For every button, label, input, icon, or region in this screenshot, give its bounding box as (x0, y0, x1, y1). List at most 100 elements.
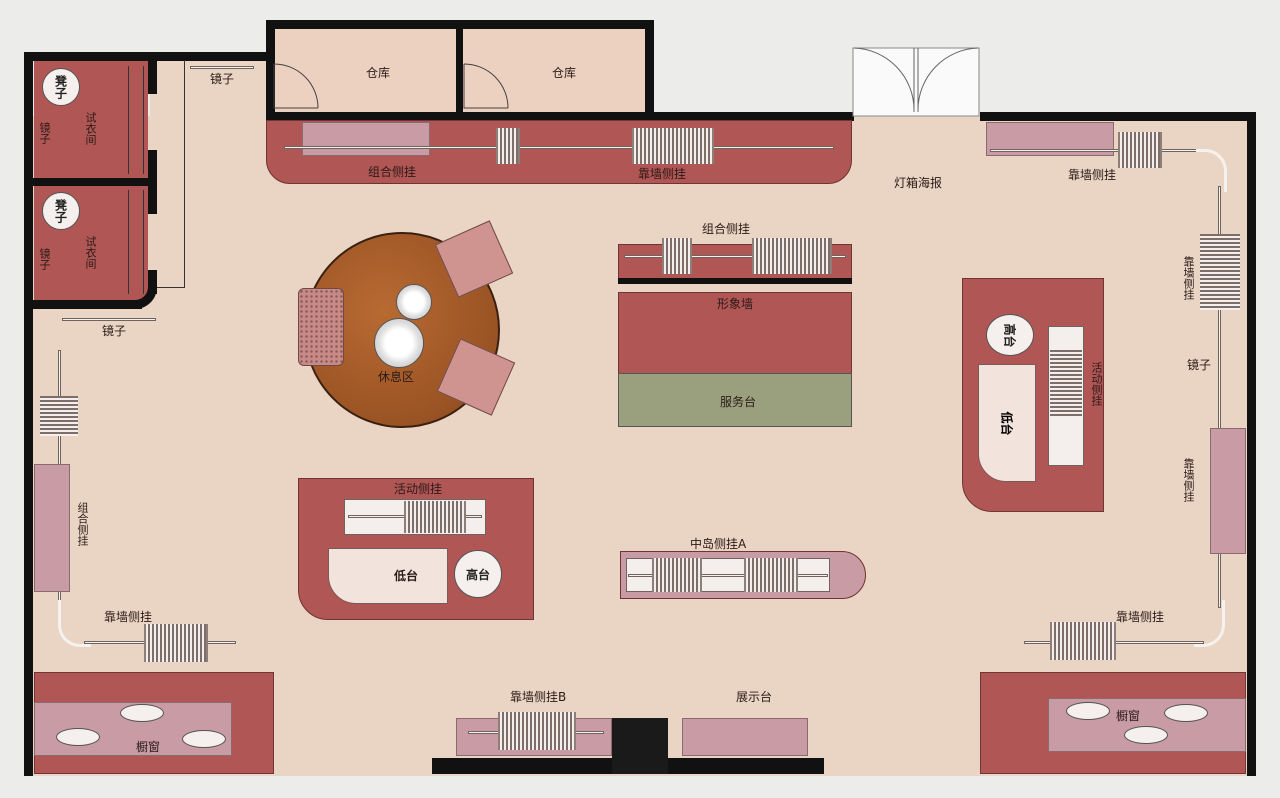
wall (1247, 112, 1256, 776)
combo-hang-label: 组合侧挂 (368, 165, 417, 179)
combo-hang-label: 组合侧挂 (76, 502, 89, 546)
fitting-room-label: 试衣间 (84, 236, 97, 269)
movable-hang-label: 活动侧挂 (394, 482, 443, 496)
wall (148, 150, 157, 214)
display-block (302, 122, 430, 156)
display-table (682, 718, 808, 756)
window-label: 橱窗 (136, 740, 161, 754)
garment-hangers (404, 501, 466, 533)
storage-label: 仓库 (366, 66, 391, 80)
lounge-label: 休息区 (378, 370, 415, 384)
rail-corner (58, 600, 91, 647)
entrance-door-icon (852, 47, 980, 117)
display-table-label: 展示台 (736, 690, 773, 704)
wall (266, 20, 275, 120)
display-stand (1066, 702, 1110, 720)
mirror-label: 镜子 (38, 248, 51, 270)
divider-bar (618, 278, 852, 284)
high-platform-label: 高台 (465, 567, 490, 582)
corridor-partition (157, 60, 185, 288)
wall (148, 60, 157, 94)
garment-hangers (1050, 622, 1116, 660)
hanging-rail (284, 146, 834, 149)
image-wall (618, 292, 852, 374)
display-stand (1164, 704, 1208, 722)
garment-hangers (652, 558, 702, 592)
display-block (1210, 428, 1246, 554)
mirror-label: 镜子 (102, 324, 127, 338)
rail-corner (1196, 149, 1227, 192)
mirror (190, 66, 254, 69)
storage-room-right (462, 28, 646, 114)
curtain (128, 66, 144, 174)
entrance-mat (612, 718, 668, 774)
garment-hangers (632, 128, 714, 164)
wall-hang-label: 靠墙侧挂 (1068, 168, 1117, 182)
corner-wall (120, 270, 157, 309)
high-platform-label: 高台 (1002, 322, 1017, 348)
garment-hangers (496, 128, 520, 164)
side-table (374, 318, 424, 368)
garment-hangers (662, 238, 692, 274)
display-stand (1124, 726, 1168, 744)
low-platform (328, 548, 448, 604)
wall-hang-label: 靠墙侧挂 (1116, 610, 1165, 624)
wall (456, 20, 463, 114)
movable-hang-label: 活动侧挂 (1090, 362, 1103, 406)
garment-hangers (40, 396, 78, 436)
wall (266, 112, 854, 121)
stool-label: 凳子 (53, 199, 68, 223)
mirror-label: 镜子 (210, 72, 235, 86)
image-wall-label: 形象墙 (717, 297, 754, 311)
stool-icon: 凳子 (42, 68, 80, 106)
low-platform: 低台 (978, 364, 1036, 482)
mirror-label: 镜子 (38, 122, 51, 144)
display-stand (120, 704, 164, 722)
garment-hangers (1118, 132, 1162, 168)
stool-icon: 凳子 (42, 192, 80, 230)
garment-hangers (1050, 348, 1082, 418)
display-stand (56, 728, 100, 746)
wall (24, 52, 33, 776)
garment-hangers (744, 558, 798, 592)
hanging-rail (628, 574, 828, 577)
wall-hang-label: 靠墙侧挂 (1182, 458, 1195, 502)
wall (645, 20, 654, 120)
rail-corner (1194, 600, 1225, 647)
garment-hangers (1200, 234, 1240, 310)
wall (24, 300, 142, 309)
hanging-rail (624, 255, 846, 258)
low-platform-label: 低台 (999, 410, 1014, 436)
lounge-chair (298, 288, 344, 366)
display-block (34, 464, 70, 592)
door-swing-icon (273, 63, 319, 109)
high-platform: 高台 (986, 314, 1034, 356)
garment-hangers (498, 712, 576, 750)
window-label: 橱窗 (1116, 709, 1141, 723)
storage-label: 仓库 (552, 66, 577, 80)
service-desk (618, 373, 852, 427)
wall-hang-label: 靠墙侧挂 (638, 167, 687, 181)
wall (980, 112, 1256, 121)
mirror-label: 镜子 (1187, 358, 1212, 372)
storage-room-left (272, 28, 456, 114)
wall-hang-b-label: 靠墙侧挂B (510, 690, 567, 704)
wall-hang-label: 靠墙侧挂 (1182, 256, 1195, 300)
wall (24, 52, 270, 61)
garment-hangers (752, 238, 832, 274)
wall-hang-label: 靠墙侧挂 (104, 610, 153, 624)
display-stand (182, 730, 226, 748)
high-platform: 高台 (454, 550, 502, 598)
stool-label: 凳子 (53, 75, 68, 99)
curtain (128, 190, 144, 294)
fitting-room-label: 试衣间 (84, 112, 97, 145)
low-platform-label: 低台 (394, 569, 419, 583)
wall (24, 178, 152, 186)
door-swing-icon (463, 63, 509, 109)
side-table (396, 284, 432, 320)
center-island-label: 中岛侧挂A (690, 537, 747, 551)
combo-hang-label: 组合侧挂 (702, 222, 751, 236)
garment-hangers (144, 624, 208, 662)
mirror (62, 318, 156, 321)
